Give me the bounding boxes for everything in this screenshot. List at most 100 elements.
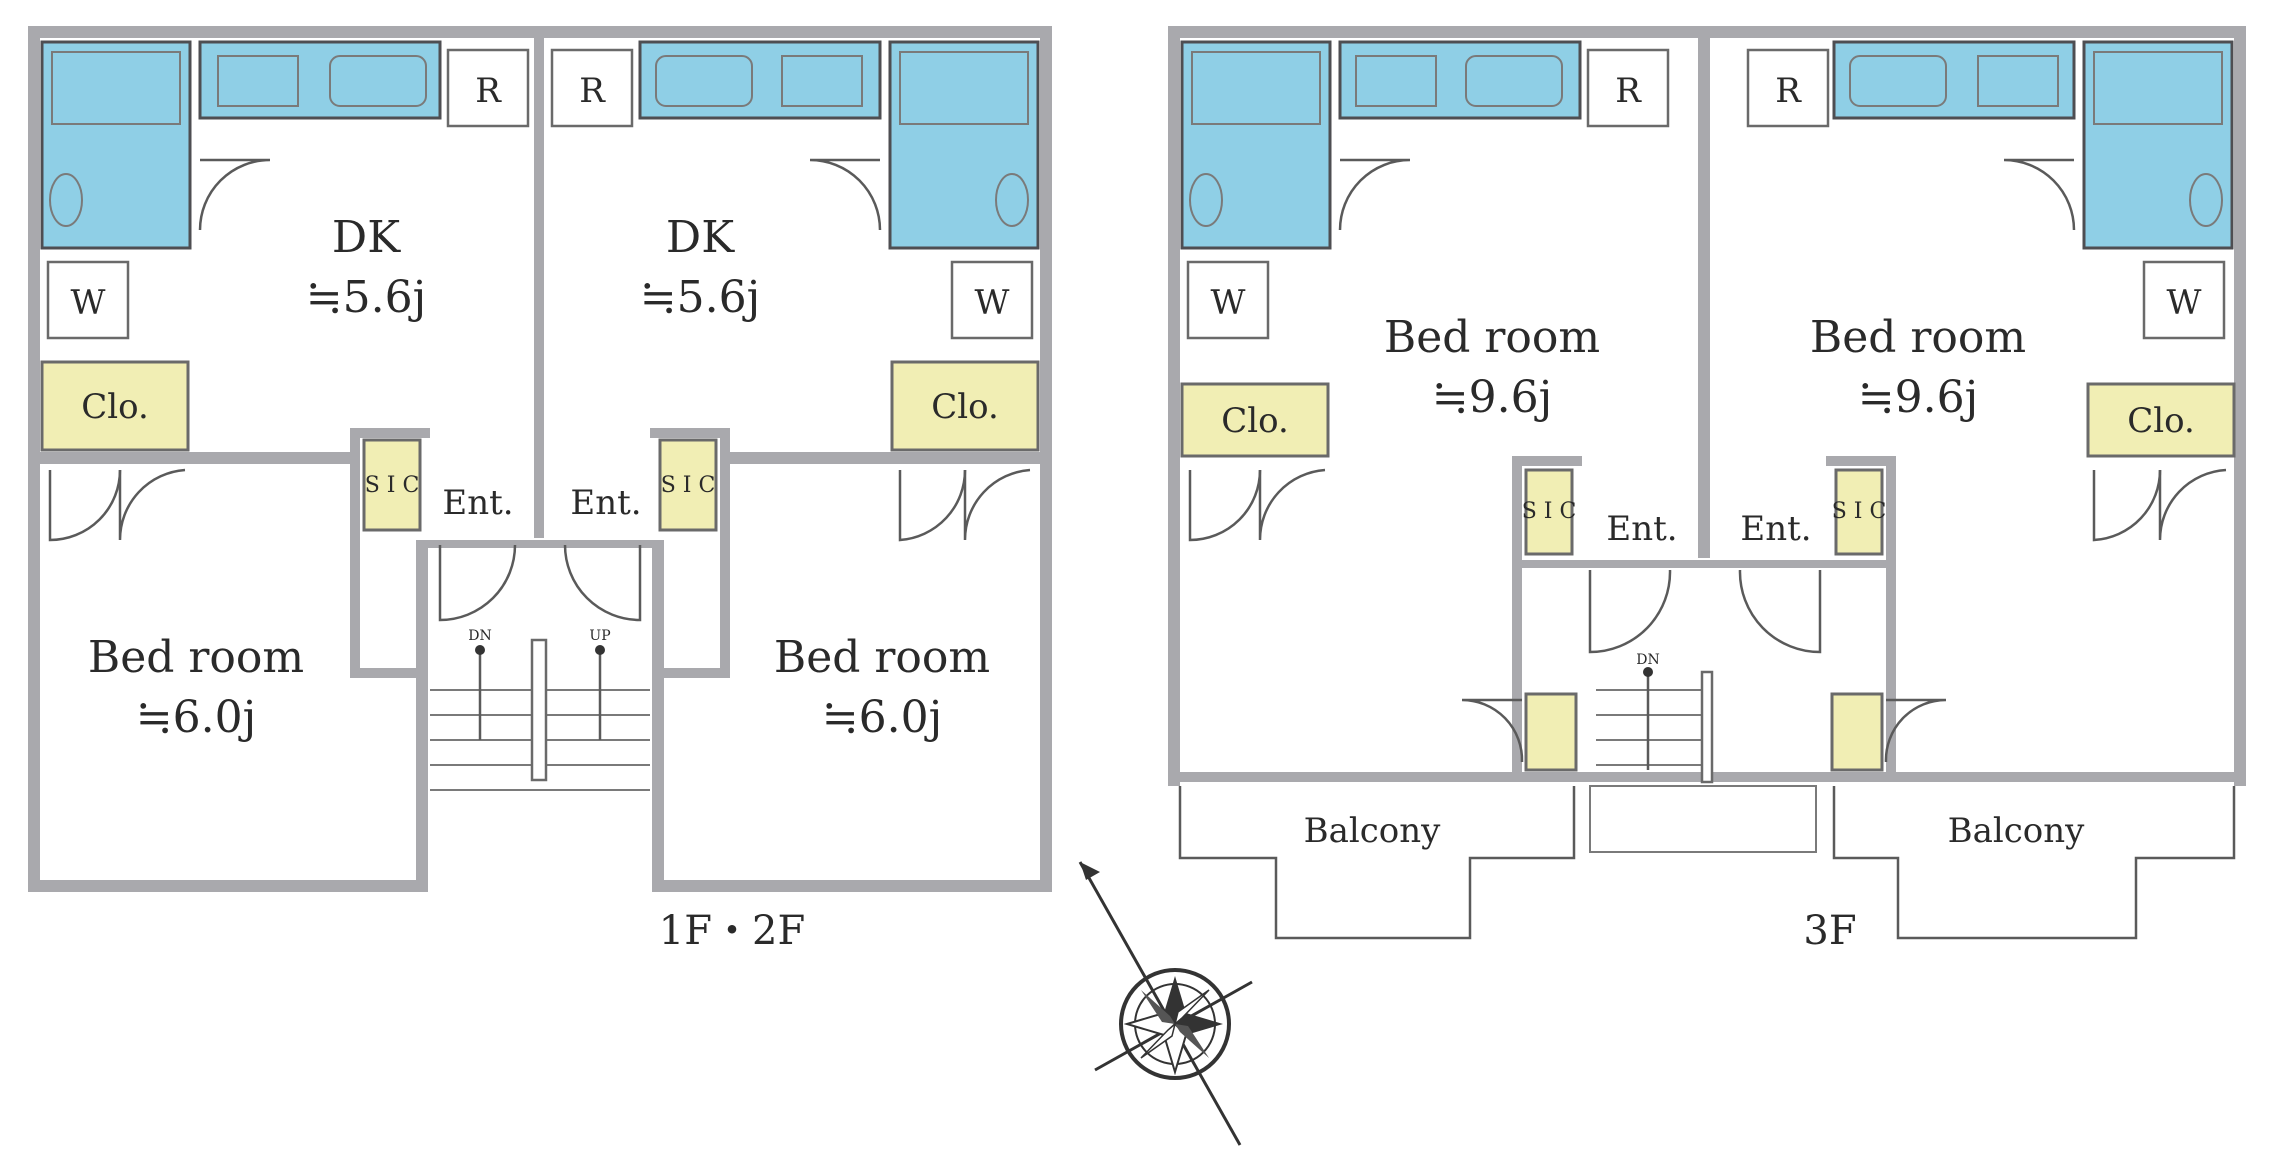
wall	[534, 38, 544, 538]
washer-space-left	[46, 260, 130, 340]
shoe-cabinet-label: S I C	[1522, 499, 1577, 524]
toilet-right	[2189, 173, 2223, 227]
closet-left	[1180, 382, 1330, 458]
balcony-label: Balcony	[1304, 811, 1442, 851]
wall	[416, 540, 428, 892]
room-area-bedroom: ≒6.0j	[136, 692, 256, 743]
fridge-label: R	[1615, 71, 1642, 111]
room-label-bedroom: Bed room	[1384, 312, 1600, 363]
door-swing	[1188, 469, 1262, 542]
wall	[658, 668, 730, 678]
floor-label: 1F・2F	[659, 908, 805, 954]
shoe-cabinet-label: S I C	[661, 473, 716, 498]
toilet-left	[1189, 173, 1223, 227]
room-area-dk: ≒5.6j	[640, 272, 760, 323]
toilet-left	[49, 173, 83, 227]
sink-right	[1849, 55, 1947, 107]
door-swing	[1258, 468, 1326, 541]
sink-left	[1465, 55, 1563, 107]
wall	[652, 880, 1052, 892]
stair-down-label: DN	[468, 628, 491, 644]
wall	[1698, 38, 1710, 558]
fridge-space-left	[1586, 48, 1670, 128]
entrance-label: Ent.	[1740, 509, 1811, 549]
door-swing	[563, 544, 642, 622]
entrance-label: Ent.	[442, 483, 513, 523]
floor-3f: Balcony Balcony R R W W Clo. Clo. S I	[1168, 26, 2246, 954]
sink-left	[329, 55, 427, 107]
room-label-bedroom: Bed room	[774, 632, 990, 683]
sink-right	[655, 55, 753, 107]
shoe-cabinet-right	[658, 438, 718, 532]
wall	[720, 428, 730, 678]
wall	[28, 880, 428, 892]
compass-icon	[1078, 861, 1253, 1146]
closet-right	[890, 360, 1040, 452]
door-swing	[118, 468, 186, 541]
door-swing	[1588, 569, 1672, 654]
wall	[652, 540, 664, 892]
bathtub-right	[899, 51, 1029, 125]
washer-label: W	[975, 283, 1010, 323]
door-swing	[2003, 158, 2076, 231]
shoe-cabinet-label: S I C	[1832, 499, 1887, 524]
door-swing	[438, 544, 517, 622]
floor-label: 3F	[1803, 908, 1856, 954]
wall	[1040, 26, 1052, 892]
stove-right	[781, 55, 863, 107]
fridge-space-right	[550, 48, 634, 128]
washer-label: W	[1211, 283, 1246, 323]
wall	[28, 26, 40, 892]
fridge-label: R	[1775, 71, 1802, 111]
shoe-cabinet-right	[1834, 468, 1884, 556]
room-area-bedroom: ≒9.6j	[1432, 372, 1552, 423]
wall	[28, 26, 1052, 38]
wall	[730, 452, 1040, 464]
balcony-label: Balcony	[1948, 811, 2086, 851]
closet-label: Clo.	[81, 387, 149, 427]
shoe-cabinet-label: S I C	[365, 473, 420, 498]
storage-left	[1524, 692, 1578, 772]
entrance-label: Ent.	[1606, 509, 1677, 549]
room-area-dk: ≒5.6j	[306, 272, 426, 323]
door-swing	[2158, 468, 2227, 541]
wall	[1522, 560, 1886, 568]
fridge-space-left	[446, 48, 530, 128]
wall	[1512, 456, 1582, 466]
wall	[1512, 456, 1522, 776]
storage-right	[1830, 692, 1884, 772]
washer-space-right	[2142, 260, 2226, 340]
door-swing	[1884, 698, 1947, 763]
wall	[650, 428, 730, 438]
wall	[350, 428, 360, 678]
wall	[1886, 456, 1896, 776]
closet-left	[40, 360, 190, 452]
wall	[1168, 26, 2246, 38]
door-swing	[2092, 469, 2162, 542]
door-swing	[198, 158, 271, 231]
wall	[350, 668, 422, 678]
closet-label: Clo.	[2127, 401, 2195, 441]
closet-right	[2086, 382, 2236, 458]
washer-space-right	[950, 260, 1034, 340]
washer-label: W	[2167, 283, 2202, 323]
stair-up-label: UP	[589, 628, 610, 644]
wall	[1826, 456, 1896, 466]
wall	[350, 428, 430, 438]
door-swing	[48, 469, 122, 542]
door-swing	[809, 158, 882, 231]
wall	[1168, 26, 1180, 786]
fridge-space-right	[1746, 48, 1830, 128]
wall	[40, 452, 350, 464]
washer-space-left	[1186, 260, 1270, 340]
door-swing	[1338, 158, 1411, 231]
room-area-bedroom: ≒9.6j	[1858, 372, 1978, 423]
staircase	[1596, 667, 1714, 784]
balcony-left-outline	[1178, 786, 1576, 940]
shoe-cabinet-left	[362, 438, 422, 532]
fridge-label: R	[475, 71, 502, 111]
bathtub-left	[1191, 51, 1321, 125]
fridge-label: R	[579, 71, 606, 111]
door-swing	[898, 469, 967, 542]
